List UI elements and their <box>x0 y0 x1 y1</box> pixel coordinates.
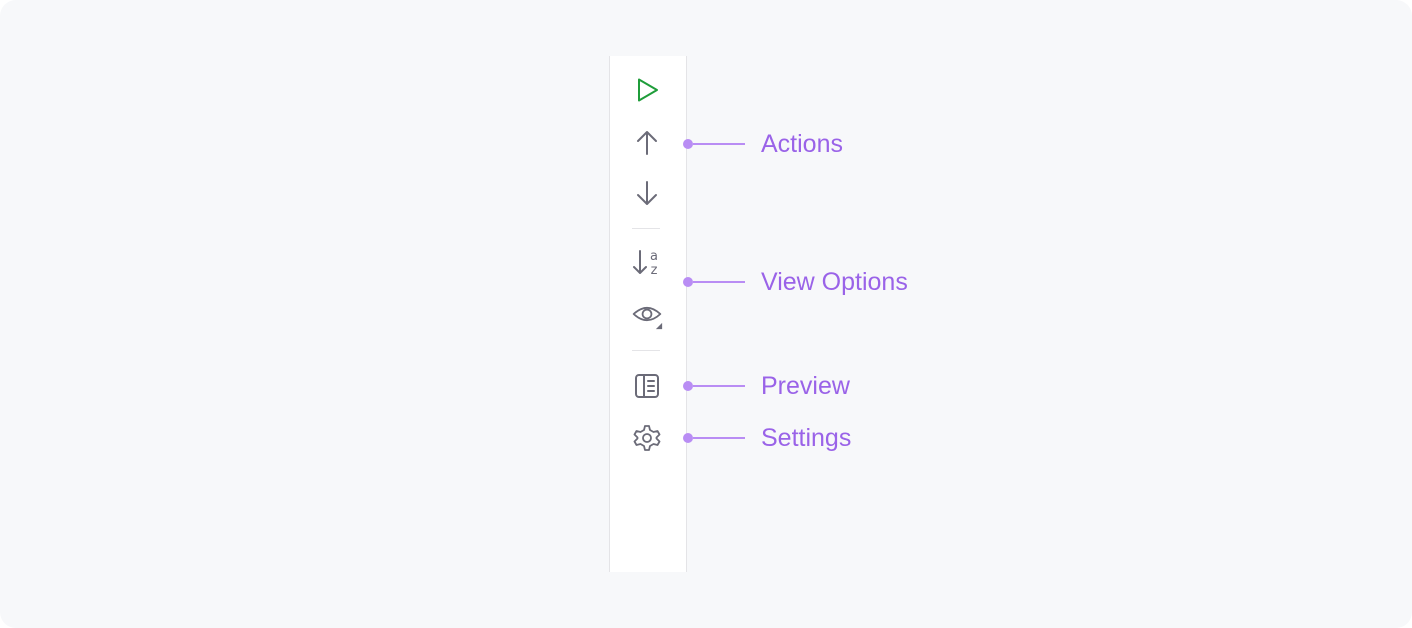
play-icon <box>638 78 658 102</box>
run-button[interactable] <box>631 74 663 106</box>
toolbar-separator <box>632 350 660 351</box>
move-down-button[interactable] <box>631 178 663 210</box>
toolbar-separator <box>632 228 660 229</box>
callout-line <box>693 281 745 283</box>
callout-label-actions: Actions <box>761 130 843 158</box>
arrow-up-icon <box>637 131 657 155</box>
callout-dot <box>683 381 693 391</box>
move-up-button[interactable] <box>631 126 663 158</box>
callout-line <box>693 437 745 439</box>
eye-icon <box>632 306 663 330</box>
callout-label-preview: Preview <box>761 372 850 400</box>
callout-line <box>693 385 745 387</box>
callout-label-settings: Settings <box>761 424 852 452</box>
callout-preview: Preview <box>683 372 850 400</box>
callout-dot <box>683 433 693 443</box>
sort-az-icon: a z <box>633 249 658 277</box>
settings-button[interactable] <box>631 422 663 454</box>
sort-glyph-bottom: z <box>651 263 658 277</box>
visibility-button[interactable] <box>631 298 663 330</box>
callout-settings: Settings <box>683 424 852 452</box>
callout-view-options: View Options <box>683 268 908 296</box>
callout-label-view-options: View Options <box>761 268 908 296</box>
callout-line <box>693 143 745 145</box>
vertical-toolbar: a z <box>609 56 687 572</box>
gear-icon <box>633 425 661 451</box>
dropdown-corner-icon <box>655 322 663 330</box>
callout-dot <box>683 139 693 149</box>
preview-button[interactable] <box>631 370 663 402</box>
panel-preview-icon <box>635 374 659 398</box>
callout-actions: Actions <box>683 130 843 158</box>
callout-dot <box>683 277 693 287</box>
sort-glyph-top: a <box>650 249 658 264</box>
arrow-down-icon <box>637 181 657 205</box>
sort-button[interactable]: a z <box>631 246 663 278</box>
